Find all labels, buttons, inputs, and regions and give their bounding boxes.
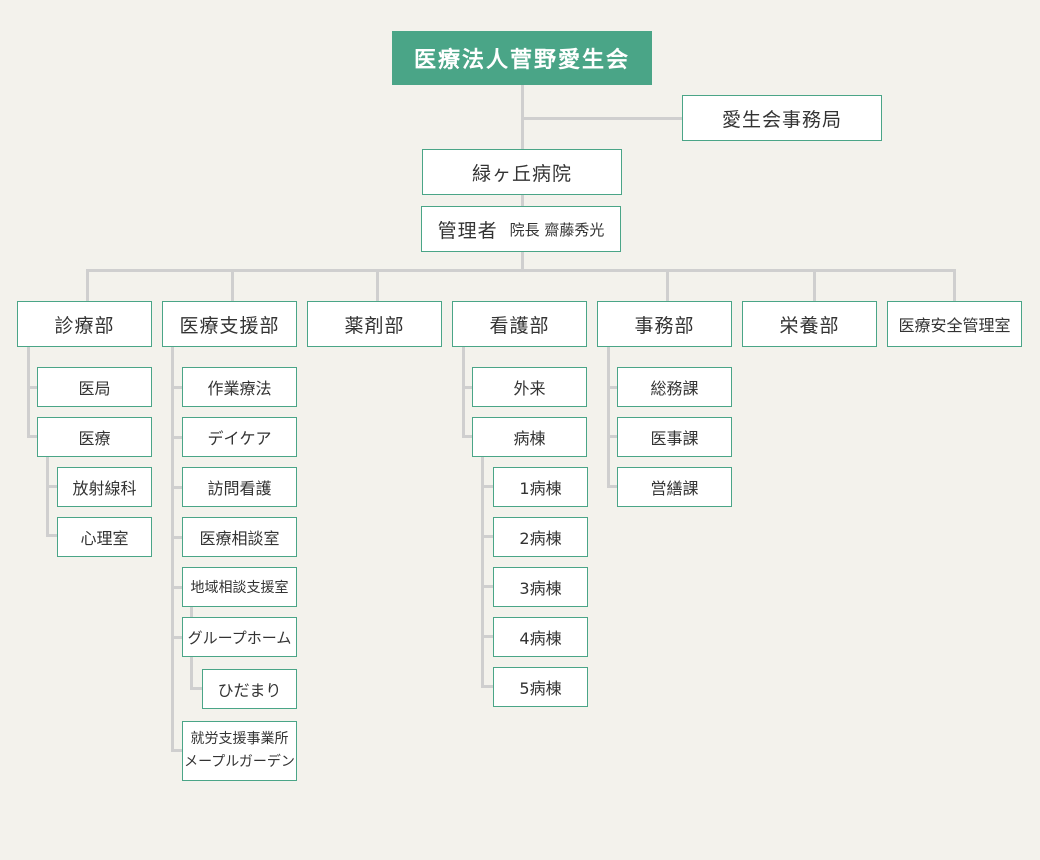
connector-line (171, 386, 182, 389)
dept-kango: 看護部 (452, 301, 587, 347)
connector-line (27, 435, 37, 438)
unit-community-support: 地域相談支援室 (182, 567, 297, 607)
connector-line (46, 534, 57, 537)
ward-2: 2病棟 (493, 517, 588, 557)
connector-line (27, 386, 37, 389)
connector-line (481, 485, 493, 488)
unit-hidamari: ひだまり (202, 669, 297, 709)
work-support-line-1: 就労支援事業所 (190, 731, 289, 747)
unit-outpatient: 外来 (472, 367, 587, 407)
unit-maintenance: 営繕課 (617, 467, 732, 507)
connector-line (462, 386, 472, 389)
unit-group-home: グループホーム (182, 617, 297, 657)
connector-line (462, 435, 472, 438)
connector-line (607, 386, 617, 389)
connector-line (171, 636, 182, 639)
dept-shien: 医療支援部 (162, 301, 297, 347)
manager-name: 院長 齋藤秀光 (509, 220, 605, 239)
connector-line (813, 269, 816, 301)
connector-line (481, 585, 493, 588)
unit-iryo: 医療 (37, 417, 152, 457)
unit-consultation: 医療相談室 (182, 517, 297, 557)
connector-line (521, 195, 524, 206)
connector-line (171, 347, 174, 752)
unit-ikyoku: 医局 (37, 367, 152, 407)
connector-line (481, 685, 493, 688)
connector-line (190, 657, 193, 690)
connector-line (171, 536, 182, 539)
connector-line (231, 269, 234, 301)
unit-daycare: デイケア (182, 417, 297, 457)
corporation-node: 医療法人菅野愛生会 (392, 31, 652, 85)
work-support-line-2: メープルガーデン (184, 754, 295, 770)
manager-node: 管理者 院長 齋藤秀光 (421, 206, 621, 252)
ward-4: 4病棟 (493, 617, 588, 657)
connector-line (190, 687, 202, 690)
connector-line (27, 347, 30, 437)
unit-general-affairs: 総務課 (617, 367, 732, 407)
unit-home-nursing: 訪問看護 (182, 467, 297, 507)
connector-line (607, 435, 617, 438)
ward-5: 5病棟 (493, 667, 588, 707)
connector-line (607, 485, 617, 488)
connector-line (521, 252, 524, 271)
connector-line (171, 486, 182, 489)
dept-yakuzai: 薬剤部 (307, 301, 442, 347)
ward-3: 3病棟 (493, 567, 588, 607)
connector-line (46, 457, 49, 537)
connector-line (171, 749, 182, 752)
unit-radiology: 放射線科 (57, 467, 152, 507)
dept-shinryo: 診療部 (17, 301, 152, 347)
unit-ot: 作業療法 (182, 367, 297, 407)
dept-anzen: 医療安全管理室 (887, 301, 1022, 347)
unit-medical-affairs: 医事課 (617, 417, 732, 457)
connector-line (171, 436, 182, 439)
ward-1: 1病棟 (493, 467, 588, 507)
office-node: 愛生会事務局 (682, 95, 882, 141)
connector-line (481, 457, 484, 688)
unit-ward: 病棟 (472, 417, 587, 457)
hospital-node: 緑ヶ丘病院 (422, 149, 622, 195)
manager-title: 管理者 (437, 219, 498, 242)
connector-line (376, 269, 379, 301)
connector-line (462, 347, 465, 438)
connector-line (521, 117, 682, 120)
connector-line (171, 586, 182, 589)
dept-eiyo: 栄養部 (742, 301, 877, 347)
connector-line (86, 269, 89, 301)
unit-work-support: 就労支援事業所 メープルガーデン (182, 721, 297, 781)
connector-line (46, 485, 57, 488)
unit-psychology: 心理室 (57, 517, 152, 557)
connector-line (86, 269, 956, 272)
connector-line (190, 607, 193, 617)
connector-line (481, 635, 493, 638)
dept-jimu: 事務部 (597, 301, 732, 347)
connector-line (953, 269, 956, 301)
connector-line (481, 535, 493, 538)
connector-line (607, 347, 610, 488)
connector-line (666, 269, 669, 301)
